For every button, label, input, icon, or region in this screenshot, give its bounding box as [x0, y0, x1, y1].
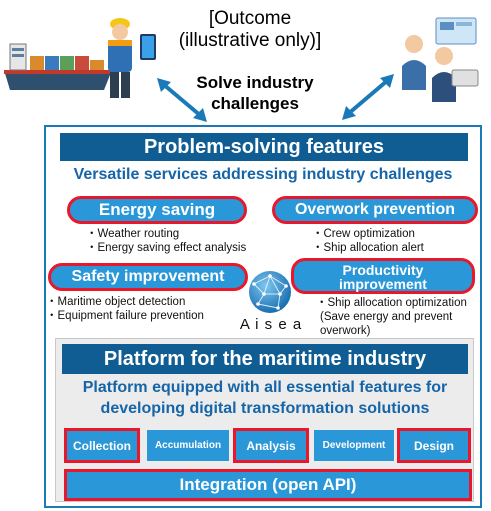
energy-item-1: ・Weather routing [86, 228, 180, 240]
platform-title: Platform for the maritime industry [62, 344, 468, 374]
overwork-item-2: ・Ship allocation alert [312, 242, 424, 254]
ship-illustration-icon [4, 43, 112, 90]
aisea-logo-text: A i s e a [239, 316, 303, 333]
overwork-prevention-pill: Overwork prevention [272, 196, 478, 224]
productivity-improvement-pill: Productivity improvement [291, 258, 475, 294]
double-arrow-icon [157, 78, 207, 122]
solve-line1: Solve industry [196, 73, 314, 92]
worker-with-tablet-icon [108, 18, 156, 98]
capability-development: Development [314, 430, 394, 461]
capability-analysis: Analysis [233, 428, 309, 463]
productivity-label-line1: Productivity [342, 262, 424, 278]
overwork-item-1: ・Crew optimization [312, 228, 415, 240]
features-title: Problem-solving features [60, 133, 468, 161]
platform-subtitle-line2: developing digital transformation soluti… [100, 400, 430, 417]
capability-design: Design [397, 428, 471, 463]
features-subtitle: Versatile services addressing industry c… [73, 166, 453, 183]
solve-challenges-label: Solve industry challenges [170, 72, 340, 114]
energy-saving-pill: Energy saving [67, 196, 247, 224]
productivity-item-3: overwork) [320, 325, 371, 337]
platform-subtitle: Platform equipped with all essential fea… [56, 377, 474, 419]
productivity-label-line2: improvement [339, 276, 427, 292]
platform-subtitle-line1: Platform equipped with all essential fea… [82, 379, 448, 396]
safety-improvement-pill: Safety improvement [48, 263, 248, 291]
globe-network-icon [249, 271, 291, 313]
safety-item-2: ・Equipment failure prevention [46, 310, 204, 322]
double-arrow-icon [342, 74, 394, 120]
office-workers-icon [402, 17, 479, 102]
safety-item-1: ・Maritime object detection [46, 296, 186, 308]
productivity-item-1: ・Ship allocation optimization [316, 297, 467, 309]
outcome-line1: [Outcome [208, 8, 292, 29]
capability-accumulation: Accumulation [147, 430, 229, 461]
solve-line2: challenges [211, 94, 299, 113]
productivity-item-2: (Save energy and prevent [320, 311, 453, 323]
integration-open-api: Integration (open API) [64, 469, 472, 501]
outcome-caption: [Outcome (illustrative only)] [150, 8, 350, 52]
outcome-line2: (illustrative only)] [178, 30, 322, 51]
energy-item-2: ・Energy saving effect analysis [86, 242, 247, 254]
capability-collection: Collection [64, 428, 140, 463]
